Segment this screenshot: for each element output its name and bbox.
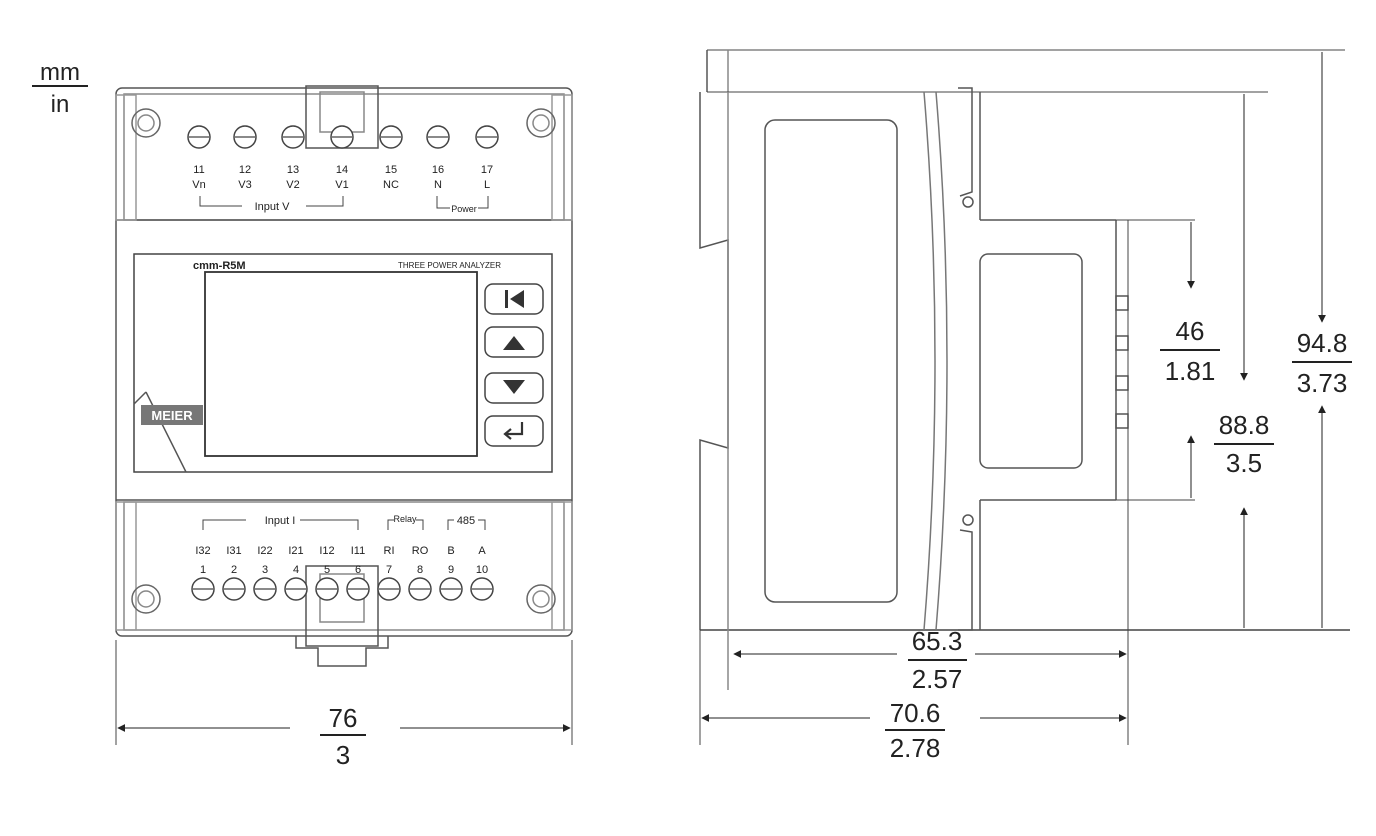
terminal-screw	[346, 577, 370, 601]
width-mm: 76	[329, 703, 358, 733]
terminal-number: 4	[293, 564, 299, 576]
terminal-number: 10	[476, 564, 488, 576]
down-button[interactable]	[484, 372, 544, 404]
terminal-number: 3	[262, 564, 268, 576]
terminal-label: V2	[286, 179, 299, 191]
terminal-label: I11	[351, 545, 365, 557]
terminal-screw	[315, 577, 339, 601]
terminal-screw	[284, 577, 308, 601]
terminal-number: 13	[287, 164, 299, 176]
panel-buttons	[484, 283, 544, 447]
terminal-label: L	[484, 179, 490, 191]
unit-mm: mm	[40, 59, 80, 86]
bottom-terminal-screws	[191, 577, 494, 601]
terminal-label: I31	[226, 545, 241, 557]
width-in: 3	[336, 740, 350, 770]
group-input-v: Input V	[255, 201, 291, 213]
group-485: 485	[457, 515, 475, 527]
enter-icon	[503, 422, 524, 440]
terminal-screw	[330, 125, 354, 149]
terminal-number: 12	[239, 164, 251, 176]
width-dimension: 76 3	[115, 640, 573, 770]
bottom-terminal-labels: Input I Relay 485 I32 I31 I22 I21 I12 I1…	[195, 514, 488, 576]
side-dimensions: 46 1.81 88.8 3.5 94.8 3.73 65.3 2.57 70.…	[699, 52, 1352, 763]
terminal-label: I22	[257, 545, 272, 557]
terminal-screw	[379, 125, 403, 149]
terminal-label: V1	[335, 179, 348, 191]
group-relay: Relay	[393, 514, 417, 524]
terminal-number: 6	[355, 564, 361, 576]
height-total-in: 3.73	[1297, 368, 1348, 398]
skip-back-icon	[505, 290, 524, 308]
terminal-screw	[233, 125, 257, 149]
arrow-up-icon	[503, 336, 525, 350]
terminal-number: 2	[231, 564, 237, 576]
terminal-number: 15	[385, 164, 397, 176]
terminal-label: NC	[383, 179, 399, 191]
depth-inner-in: 2.57	[912, 664, 963, 694]
terminal-label: V3	[238, 179, 251, 191]
terminal-screw	[222, 577, 246, 601]
group-input-i: Input I	[265, 515, 296, 527]
terminal-label: I32	[195, 545, 210, 557]
height-mid-in: 3.5	[1226, 448, 1262, 478]
terminal-label: I12	[319, 545, 334, 557]
terminal-number: 14	[336, 164, 348, 176]
terminal-label: RI	[384, 545, 395, 557]
terminal-screw	[191, 577, 215, 601]
model-label: cmm-R5M	[193, 260, 246, 272]
depth-total-in: 2.78	[890, 733, 941, 763]
height-total-mm: 94.8	[1297, 328, 1348, 358]
top-terminal-screws	[187, 125, 499, 149]
top-terminal-labels: 11 12 13 14 15 16 17 Vn V3 V2 V1 NC N L …	[192, 164, 493, 214]
group-power: Power	[451, 204, 477, 214]
terminal-number: 1	[200, 564, 206, 576]
terminal-screw	[187, 125, 211, 149]
terminal-label: RO	[412, 545, 429, 557]
up-button[interactable]	[484, 326, 544, 358]
terminal-label: B	[447, 545, 454, 557]
height-front-in: 1.81	[1165, 356, 1216, 386]
terminal-number: 7	[386, 564, 392, 576]
side-view	[699, 49, 1350, 745]
terminal-screw	[377, 577, 401, 601]
terminal-number: 5	[324, 564, 330, 576]
terminal-number: 11	[193, 164, 204, 176]
terminal-number: 16	[432, 164, 444, 176]
back-button[interactable]	[484, 283, 544, 315]
unit-in: in	[51, 91, 70, 118]
terminal-screw	[253, 577, 277, 601]
terminal-number: 8	[417, 564, 423, 576]
terminal-label: N	[434, 179, 442, 191]
meier-logo: MEIER	[151, 408, 193, 423]
enter-button[interactable]	[484, 415, 544, 447]
terminal-label: A	[478, 545, 486, 557]
terminal-screw	[470, 577, 494, 601]
height-front-mm: 46	[1176, 316, 1205, 346]
terminal-screw	[426, 125, 450, 149]
terminal-number: 9	[448, 564, 454, 576]
depth-inner-mm: 65.3	[912, 626, 963, 656]
front-view	[115, 85, 573, 667]
analyzer-title: THREE POWER ANALYZER	[398, 261, 501, 270]
terminal-screw	[281, 125, 305, 149]
unit-legend: mm in	[32, 59, 88, 118]
panel-branding: cmm-R5M THREE POWER ANALYZER MEIER	[141, 260, 501, 425]
height-mid-mm: 88.8	[1219, 410, 1270, 440]
terminal-screw	[439, 577, 463, 601]
terminal-label: Vn	[192, 179, 205, 191]
terminal-screw	[408, 577, 432, 601]
depth-total-mm: 70.6	[890, 698, 941, 728]
terminal-label: I21	[288, 545, 303, 557]
arrow-down-icon	[503, 380, 525, 394]
terminal-number: 17	[481, 164, 493, 176]
terminal-screw	[475, 125, 499, 149]
